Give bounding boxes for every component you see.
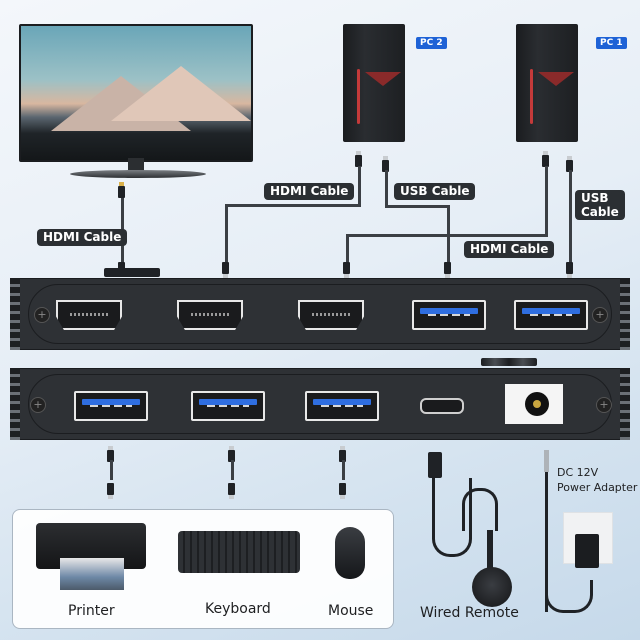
- label-pc1-usb-cable: USB Cable: [575, 190, 625, 220]
- kvm-rear-panel: + +: [10, 368, 630, 440]
- remote-cable: [487, 530, 493, 568]
- monitor-neck: [128, 158, 144, 172]
- keyboard-usb-cable: [231, 460, 234, 480]
- power-cable: [545, 580, 593, 613]
- pc2-hdmi-cable: [225, 204, 361, 207]
- wired-remote[interactable]: [472, 567, 512, 607]
- label-wired-remote: Wired Remote: [420, 605, 519, 621]
- screw-icon: +: [596, 397, 612, 413]
- pc-led-stripe: [530, 69, 533, 124]
- label-mouse: Mouse: [328, 603, 374, 619]
- mouse-icon: [335, 527, 365, 579]
- heat-fins: [620, 368, 630, 440]
- hdmi-port-in-1[interactable]: [298, 300, 364, 330]
- hdmi-plug-icon: [118, 182, 125, 198]
- label-monitor-hdmi-cable: HDMI Cable: [37, 229, 128, 246]
- remote-cable: [462, 488, 498, 531]
- hdmi-plug-icon: [222, 262, 229, 278]
- pc2-tower: [343, 24, 405, 142]
- pc-led-stripe: [357, 69, 360, 124]
- usb-plug-icon: [339, 483, 346, 499]
- usb-plug-icon: [382, 156, 389, 172]
- pc1-badge: PC 1: [596, 37, 627, 49]
- pc-front-accent: [365, 72, 401, 86]
- pc2-hdmi-cable: [358, 166, 361, 206]
- dc-power-port[interactable]: [505, 384, 563, 424]
- usb-port-1[interactable]: [74, 391, 148, 421]
- pc1-tower: [516, 24, 578, 142]
- pc2-usb-cable: [385, 205, 450, 208]
- usb-plug-icon: [107, 483, 114, 499]
- pc2-badge: PC 2: [416, 37, 447, 49]
- screw-icon: +: [592, 307, 608, 323]
- pc1-hdmi-cable: [346, 234, 548, 237]
- label-pc2-hdmi-cable: HDMI Cable: [264, 183, 355, 200]
- heat-fins: [10, 368, 20, 440]
- label-power-line2: Power Adapter: [557, 481, 638, 494]
- screw-icon: +: [34, 307, 50, 323]
- printer-usb-cable: [110, 460, 113, 480]
- usb-plug-icon: [107, 446, 114, 462]
- label-line: Cable: [581, 205, 619, 219]
- switch-button[interactable]: [481, 358, 537, 366]
- usb-plug-icon: [566, 262, 573, 278]
- screw-icon: +: [30, 397, 46, 413]
- power-adapter-icon: [575, 534, 599, 568]
- usb-port-2[interactable]: [191, 391, 265, 421]
- power-cable: [545, 472, 548, 612]
- hdmi-connector-housing: [104, 268, 160, 277]
- usb-plug-icon: [339, 446, 346, 462]
- monitor-stand: [70, 170, 206, 178]
- kvm-front-panel: + +: [10, 278, 630, 350]
- heat-fins: [10, 278, 20, 350]
- pc1-hdmi-cable: [545, 166, 548, 236]
- heat-fins: [620, 278, 630, 350]
- pc-front-accent: [538, 72, 574, 86]
- keyboard-icon: [178, 531, 300, 573]
- hdmi-plug-icon: [542, 151, 549, 167]
- hdmi-plug-icon: [343, 262, 350, 278]
- usb-plug-icon: [444, 262, 451, 278]
- dc-plug-icon: [544, 450, 549, 472]
- printer-paper: [60, 558, 124, 590]
- hdmi-plug-icon: [355, 151, 362, 167]
- mountain-graphic: [111, 66, 251, 121]
- label-power-line1: DC 12V: [557, 466, 599, 479]
- usb-plug-icon: [228, 446, 235, 462]
- hdmi-port-in-2[interactable]: [177, 300, 243, 330]
- pc2-usb-cable: [385, 170, 388, 206]
- monitor-screen: [19, 24, 253, 162]
- micro-usb-remote-port[interactable]: [420, 398, 464, 414]
- pc2-hdmi-cable: [225, 204, 228, 264]
- usb-port-in-2[interactable]: [412, 300, 486, 330]
- label-keyboard: Keyboard: [205, 601, 271, 617]
- mouse-usb-cable: [342, 460, 345, 480]
- label-pc1-hdmi-cable: HDMI Cable: [464, 241, 555, 258]
- usb-plug-icon: [228, 483, 235, 499]
- label-line: USB: [581, 191, 609, 205]
- label-pc2-usb-cable: USB Cable: [394, 183, 476, 200]
- usb-plug-icon: [566, 156, 573, 172]
- usb-c-plug-icon: [428, 452, 442, 478]
- usb-port-3[interactable]: [305, 391, 379, 421]
- pc1-usb-cable: [569, 170, 572, 264]
- dc-jack-icon: [525, 392, 549, 416]
- panel-outline: [28, 284, 612, 344]
- label-printer: Printer: [68, 603, 115, 619]
- hdmi-port-out[interactable]: [56, 300, 122, 330]
- pc1-hdmi-cable: [346, 234, 349, 264]
- usb-port-in-1[interactable]: [514, 300, 588, 330]
